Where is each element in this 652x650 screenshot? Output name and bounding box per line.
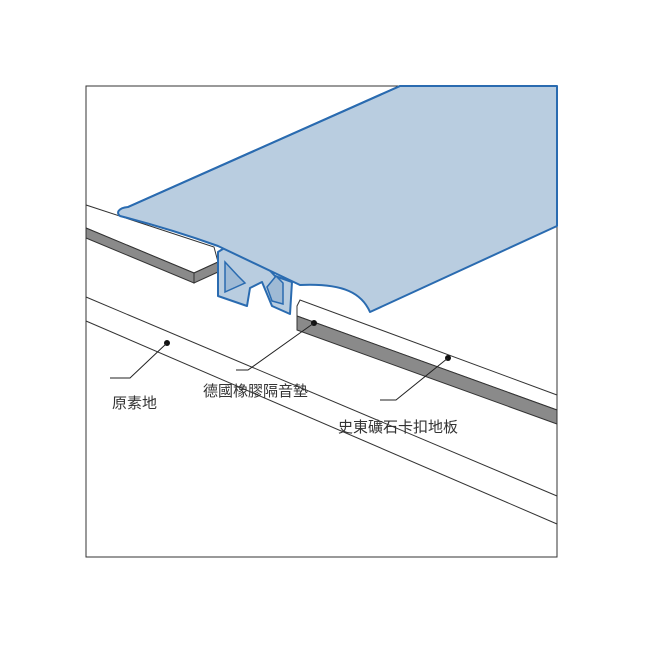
subfloor-lines xyxy=(85,296,558,525)
trim-cap-front-edge xyxy=(127,85,401,208)
label-spc-floor: 史東礦石卡扣地板 xyxy=(338,418,458,436)
leader-underlay xyxy=(236,320,317,371)
leader-subfloor xyxy=(110,340,170,379)
subfloor-line-upper xyxy=(85,296,558,497)
leader-line-spc xyxy=(380,357,449,401)
right-floor-top xyxy=(296,299,558,411)
leader-line-subfloor xyxy=(110,342,168,379)
trim-channel-right xyxy=(266,274,284,305)
label-subfloor: 原素地 xyxy=(112,394,157,412)
right-floor-edge xyxy=(296,315,558,425)
trim-channel-left xyxy=(224,260,247,294)
subfloor-line-lower xyxy=(85,320,558,525)
leader-spc xyxy=(380,355,451,401)
left-floor-panel xyxy=(85,204,219,284)
label-underlay: 德國橡膠隔音墊 xyxy=(203,382,308,400)
right-floor-panel xyxy=(296,299,558,425)
transition-trim xyxy=(117,85,558,315)
trim-cap xyxy=(117,85,558,313)
leader-line-underlay xyxy=(236,322,315,371)
